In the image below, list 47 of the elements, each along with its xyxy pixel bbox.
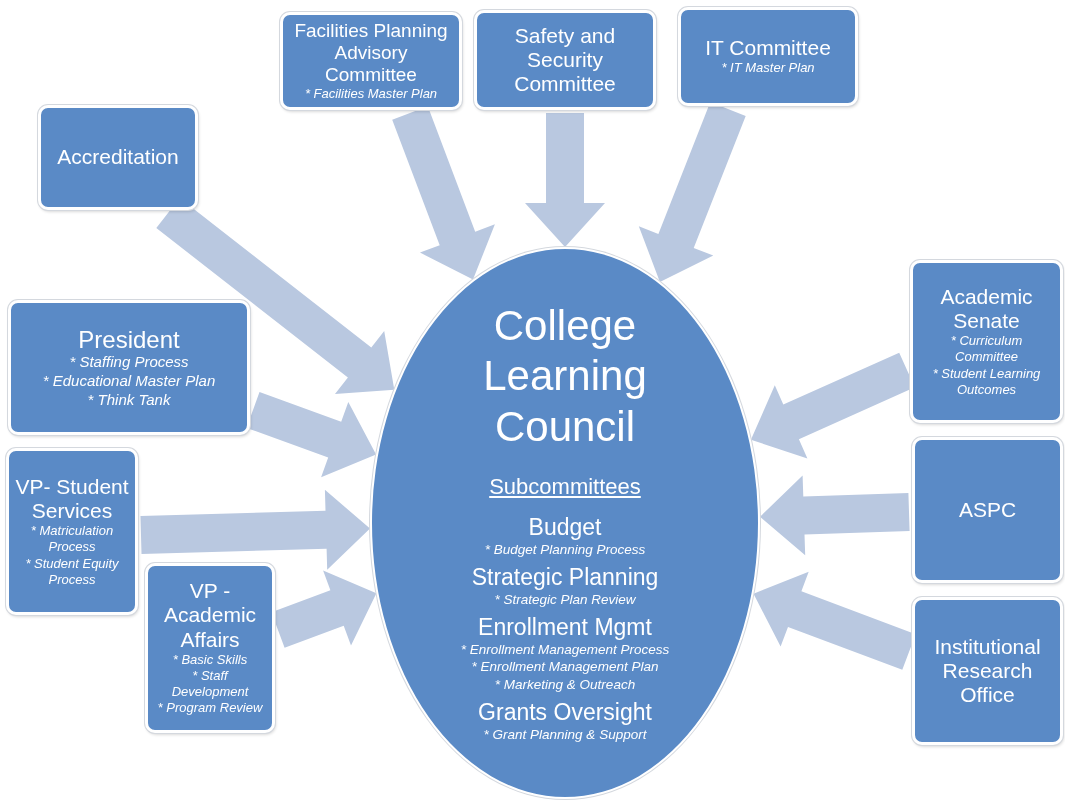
bullet-item: * Enrollment Management Plan	[471, 658, 659, 676]
box-heading: Academic Senate	[939, 284, 1034, 334]
bullet-item: * Staff Development	[170, 667, 250, 701]
bullet-item: * Staffing Process	[69, 353, 189, 372]
committee-box	[280, 12, 462, 110]
bullet-item: * Strategic Plan Review	[494, 590, 636, 609]
block-arrow	[525, 113, 605, 247]
box-heading: IT Committee	[705, 36, 831, 61]
box-heading: Safety and Security Committee	[513, 23, 617, 97]
section-heading: Subcommittees	[489, 474, 641, 501]
bullet-item: * IT Master Plan	[721, 60, 815, 77]
committee-box	[910, 260, 1063, 423]
committee-box	[474, 10, 656, 110]
council-title: College Learning Council	[482, 301, 648, 452]
committee-box	[912, 437, 1063, 583]
bullet-item: * Student Equity Process	[24, 555, 120, 589]
block-arrow	[760, 475, 910, 556]
bullet-item: * Marketing & Outreach	[494, 675, 636, 694]
bullet-item: * Program Review	[157, 700, 263, 717]
committee-box	[678, 7, 858, 106]
box-heading: Facilities Planning Advisory Committee	[293, 20, 449, 86]
committee-box	[145, 563, 275, 733]
subcommittee-name: Strategic Planning	[471, 564, 659, 591]
bullet-item: * Grant Planning & Support	[483, 725, 647, 744]
bullet-item: * Curriculum Committee	[949, 333, 1024, 366]
bullet-item: * Basic Skills	[172, 651, 248, 668]
bullet-item: * Think Tank	[87, 390, 171, 410]
bullet-item: * Matriculation Process	[29, 523, 115, 556]
bullet-item: * Educational Master Plan	[42, 371, 216, 391]
bullet-item: * Facilities Master Plan	[304, 85, 438, 102]
box-heading: VP- Student Services	[15, 474, 129, 524]
committee-box	[6, 448, 138, 615]
bullet-item: * Budget Planning Process	[484, 540, 646, 559]
subcommittee-name: Grants Oversight	[478, 699, 652, 726]
subcommittee-name: Budget	[528, 514, 602, 541]
box-heading: President	[78, 325, 180, 354]
box-heading: Institutional Research Office	[933, 634, 1042, 708]
box-heading: ASPC	[958, 497, 1017, 523]
block-arrow	[140, 489, 370, 570]
committee-box	[912, 597, 1063, 745]
committee-box	[38, 105, 198, 210]
box-heading: Accreditation	[57, 145, 179, 170]
bullet-item: * Enrollment Management Process	[460, 640, 670, 659]
bullet-item: * Student Learning Outcomes	[931, 365, 1042, 399]
subcommittee-name: Enrollment Mgmt	[478, 614, 652, 641]
box-heading: VP - Academic Affairs	[162, 579, 258, 652]
committee-box	[8, 300, 250, 435]
